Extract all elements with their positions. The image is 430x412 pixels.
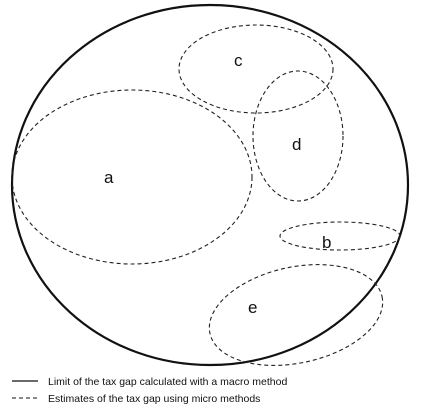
legend: Limit of the tax gap calculated with a m… (12, 376, 287, 405)
region-e-ellipse (208, 264, 384, 366)
region-d-ellipse (252, 70, 344, 202)
region-b-label: b (322, 233, 331, 252)
region-c-ellipse (178, 24, 334, 114)
region-e-label: e (248, 298, 257, 317)
region-a-label: a (104, 168, 114, 187)
legend-dashed-text: Estimates of the tax gap using micro met… (48, 393, 260, 405)
macro-limit-ellipse (10, 3, 410, 367)
legend-solid-text: Limit of the tax gap calculated with a m… (48, 376, 287, 388)
region-b-ellipse (279, 221, 401, 251)
region-d-label: d (292, 135, 301, 154)
region-a-ellipse (11, 89, 253, 265)
region-c-label: c (234, 51, 243, 70)
